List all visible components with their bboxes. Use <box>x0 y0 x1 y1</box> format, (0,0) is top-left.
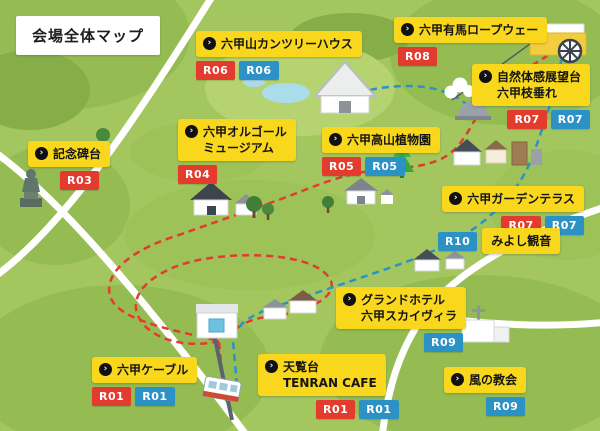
tenran-cafe-building <box>262 299 288 320</box>
hotel-building <box>288 290 318 314</box>
country-house-building <box>312 60 378 114</box>
location-label: 天覧台 TENRAN CAFE <box>283 360 377 391</box>
garden-terrace-buildings <box>452 139 542 166</box>
cable-track <box>212 333 234 421</box>
location-tenrandai-tenran-cafe: › 天覧台 TENRAN CAFE R01 R01 <box>258 353 399 420</box>
chevron-icon: › <box>478 70 492 83</box>
location-rokko-alpine-botanical-garden: › 六甲高山植物園 R05 R05 <box>322 126 441 177</box>
chevron-icon: › <box>185 125 198 138</box>
route-badge: R07 <box>550 110 590 130</box>
location-chip[interactable]: › 六甲有馬ロープウェー <box>394 17 548 44</box>
location-label: 六甲ガーデンテラス <box>467 192 575 206</box>
chevron-icon: › <box>99 363 112 376</box>
route-badge: R03 <box>60 171 100 191</box>
route-badge: R04 <box>178 165 218 185</box>
route-badge: R09 <box>424 333 464 353</box>
location-label: 風の教会 <box>469 373 518 387</box>
location-chip[interactable]: › 記念碑台 <box>28 141 111 168</box>
location-chip[interactable]: › グランドホテル 六甲スカイヴィラ <box>336 287 467 330</box>
wind-church-building <box>461 305 510 343</box>
miyoshi-buildings <box>413 249 466 272</box>
route-badges: R07 R07 <box>507 110 590 130</box>
location-chip[interactable]: みよし観音 <box>482 228 561 255</box>
route-badge: R05 <box>365 157 405 177</box>
location-rokkosan-country-house: › 六甲山カンツリーハウス R06 R06 <box>196 30 362 81</box>
location-chip[interactable]: › 六甲山カンツリーハウス <box>196 31 362 58</box>
chevron-icon: › <box>449 192 463 205</box>
chevron-icon: › <box>329 133 342 146</box>
location-chip[interactable]: › 六甲高山植物園 <box>322 127 441 154</box>
location-chip[interactable]: › 六甲ガーデンテラス <box>442 186 584 213</box>
location-label: みよし観音 <box>491 234 552 248</box>
location-label: 自然体感展望台 六甲枝垂れ <box>496 70 581 101</box>
route-badge: R08 <box>398 47 438 67</box>
location-chip[interactable]: › 六甲ケーブル <box>92 357 198 384</box>
tree-icon <box>322 196 334 213</box>
location-chip[interactable]: › 六甲オルゴール ミュージアム <box>178 119 296 162</box>
route-badges: R09 <box>424 333 466 353</box>
route-red-line <box>107 54 548 398</box>
route-badge: R01 <box>92 387 132 407</box>
chevron-icon: › <box>343 293 356 306</box>
location-miyoshi-kannon: R10 みよし観音 <box>438 228 561 255</box>
location-label: グランドホテル 六甲スカイヴィラ <box>361 293 458 324</box>
route-badge: R01 <box>316 400 356 420</box>
route-badge: R07 <box>507 110 547 130</box>
route-badge: R06 <box>196 61 236 81</box>
route-badges: R05 R05 <box>322 157 440 177</box>
location-chip[interactable]: › 自然体感展望台 六甲枝垂れ <box>471 64 590 107</box>
location-kinenhidai: › 記念碑台 R03 <box>28 140 111 191</box>
location-kaze-no-kyokai: › 風の教会 R09 <box>444 366 527 417</box>
location-label: 六甲高山植物園 <box>347 133 432 147</box>
route-badges: R06 R06 <box>196 61 362 81</box>
cable-car-icon <box>202 375 242 402</box>
route-badges: R01 R01 <box>316 400 399 420</box>
route-badge: R06 <box>239 61 279 81</box>
statue-icon <box>20 169 42 207</box>
location-label: 六甲ケーブル <box>117 363 189 377</box>
location-rokko-shidare-observatory: › 自然体感展望台 六甲枝垂れ R07 R07 <box>471 64 590 130</box>
route-badge: R05 <box>322 157 362 177</box>
location-label: 記念碑台 <box>53 147 102 161</box>
location-label: 六甲オルゴール ミュージアム <box>203 125 287 156</box>
location-rokko-cable: › 六甲ケーブル R01 R01 <box>92 356 198 407</box>
route-badges: R01 R01 <box>92 387 197 407</box>
route-badges: R03 <box>60 171 110 191</box>
map-title: 会場全体マップ <box>16 16 161 55</box>
location-label: 六甲山カンツリーハウス <box>221 37 353 51</box>
location-chip[interactable]: › 風の教会 <box>444 367 527 394</box>
location-label: 六甲有馬ロープウェー <box>419 23 539 37</box>
alpine-garden-building <box>344 178 394 205</box>
route-badges: R08 <box>398 47 547 67</box>
location-chip[interactable]: › 天覧台 TENRAN CAFE <box>258 354 386 397</box>
cable-station-building <box>196 304 238 339</box>
location-rokko-arima-ropeway: › 六甲有馬ロープウェー R08 <box>394 16 548 67</box>
route-badges: R09 <box>486 397 526 417</box>
route-badge: R01 <box>359 400 399 420</box>
location-rokko-orgel-museum: › 六甲オルゴール ミュージアム R04 <box>178 118 296 185</box>
location-rokko-garden-terrace: › 六甲ガーデンテラス R07 R07 <box>442 186 584 236</box>
route-badge: R09 <box>486 397 526 417</box>
museum-buildings <box>190 182 258 216</box>
route-badges: R04 <box>178 165 296 185</box>
chevron-icon: › <box>451 373 464 386</box>
chevron-icon: › <box>203 37 216 50</box>
location-grand-hotel-rokko-sky-villa: › グランドホテル 六甲スカイヴィラ R09 <box>336 286 467 353</box>
route-badge: R01 <box>135 387 175 407</box>
chevron-icon: › <box>265 360 278 373</box>
route-badge: R10 <box>438 231 478 251</box>
chevron-icon: › <box>35 147 48 160</box>
tree-icon <box>262 203 274 220</box>
chevron-icon: › <box>401 23 414 36</box>
tree-icon <box>246 196 262 218</box>
